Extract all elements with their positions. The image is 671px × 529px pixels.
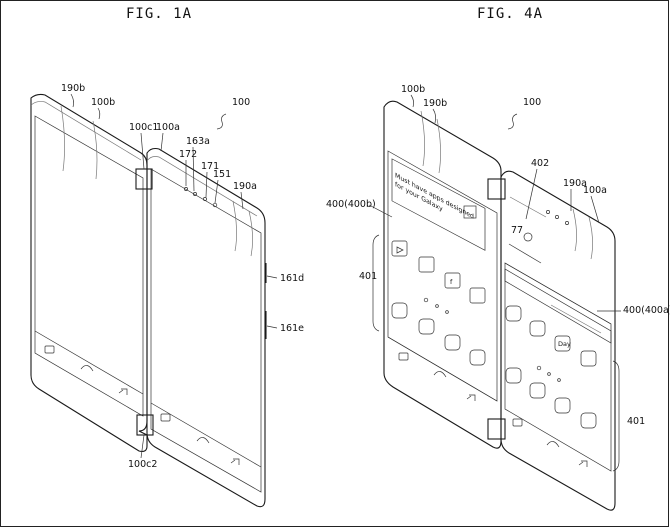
label-401-left: 401 [359, 271, 377, 282]
label-163a: 163a [186, 136, 210, 147]
play-icon [396, 246, 404, 254]
label-161d: 161d [280, 273, 304, 284]
browser-icon-2 [554, 397, 571, 414]
label-100-left: 100 [232, 97, 250, 108]
nav-back-icon-3 [466, 394, 476, 401]
nav-recent-icon-4 [512, 418, 523, 427]
label-190b: 190b [61, 83, 85, 94]
messages-icon [418, 318, 435, 335]
label-401-right: 401 [627, 416, 645, 427]
label-100a: 100a [156, 122, 180, 133]
label-190a-r: 190a [563, 178, 587, 189]
label-190b-r: 190b [423, 98, 447, 109]
nav-recent-icon-2 [160, 413, 171, 422]
nav-recent-icon [44, 345, 55, 354]
phone-icon-2 [505, 367, 522, 384]
nav-back-icon [118, 388, 128, 395]
phone-icon [391, 302, 408, 319]
messages-icon-2 [529, 382, 546, 399]
sun-icon [523, 232, 533, 242]
fig-4a-title: FIG. 4A [477, 6, 543, 22]
nav-home-icon-3 [433, 371, 447, 378]
hinge-top [135, 168, 153, 190]
hinge-bottom-2 [487, 418, 506, 440]
widget-temperature: 77 [511, 225, 523, 236]
label-400-400b: 400(400b) [326, 199, 376, 210]
fig-1a-title: FIG. 1A [126, 6, 192, 22]
browser-icon [444, 334, 461, 351]
fig-1a-labels: 190b 100b 100c1 100a 163a 172 171 151 19… [61, 83, 304, 470]
store-bag-icon [391, 240, 408, 257]
fig-4a-labels: 100b 190b 100 402 190a 100a 400(400b) 40… [326, 84, 670, 472]
apps-grid-icon [469, 349, 486, 366]
label-100c2: 100c2 [128, 459, 157, 470]
label-172: 172 [179, 149, 197, 160]
left-app-grid: f [391, 240, 486, 366]
label-151: 151 [213, 169, 231, 180]
fig-4a-device: Must have apps designed for your Galaxy … [383, 100, 616, 511]
maps-icon [418, 256, 435, 273]
settings-icon [529, 320, 546, 337]
nav-back-icon-2 [230, 458, 240, 465]
svg-text:f: f [450, 278, 453, 286]
label-402: 402 [531, 158, 549, 169]
folder-icon [580, 350, 597, 367]
label-100b-r: 100b [401, 84, 425, 95]
day-app-label: Day [558, 340, 571, 348]
right-app-grid: Day [505, 305, 597, 429]
facebook-icon [444, 272, 461, 289]
label-100a-r: 100a [583, 185, 607, 196]
nav-home-icon-4 [546, 441, 560, 448]
label-100-right: 100 [523, 97, 541, 108]
banner-apps-icon [463, 205, 477, 219]
nav-home-icon [80, 365, 94, 372]
label-190a: 190a [233, 181, 257, 192]
camera-icon [505, 305, 522, 322]
fig-1a-device [30, 93, 267, 508]
hinge-top-2 [487, 178, 506, 200]
label-100c1: 100c1 [129, 122, 158, 133]
label-161e: 161e [280, 323, 304, 334]
apps-grid-icon-2 [580, 412, 597, 429]
nav-recent-icon-3 [398, 352, 409, 361]
label-171: 171 [201, 161, 219, 172]
hinge-bottom [136, 414, 154, 436]
label-400-400a: 400(400a) [623, 305, 670, 316]
calendar-icon [554, 335, 571, 352]
nav-home-icon-2 [196, 437, 210, 444]
nav-back-icon-4 [578, 460, 588, 467]
music-icon [469, 287, 486, 304]
label-100b: 100b [91, 97, 115, 108]
